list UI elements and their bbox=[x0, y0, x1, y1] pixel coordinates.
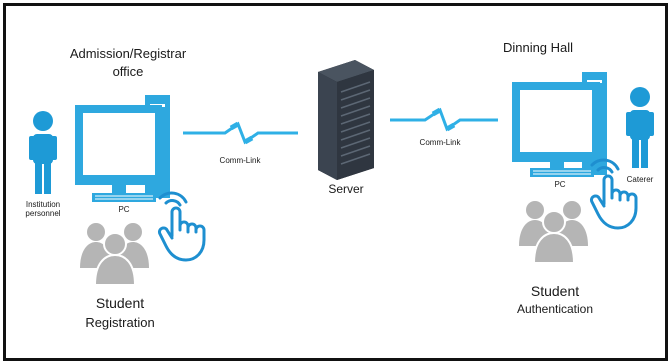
server-rack-icon bbox=[318, 60, 374, 180]
comm-link-right-label: Comm-Link bbox=[419, 138, 461, 147]
comm-link-left-label: Comm-Link bbox=[219, 156, 261, 165]
hand-left-icon bbox=[158, 191, 206, 262]
pc-right-icon bbox=[512, 72, 607, 177]
student-authentication-line1: Student bbox=[530, 283, 580, 299]
institution-label-line1: Institution bbox=[25, 200, 61, 209]
pc-left-icon bbox=[75, 95, 170, 202]
admission-label-line2: office bbox=[112, 64, 144, 79]
hand-right-icon bbox=[590, 158, 638, 230]
link-left-icon bbox=[183, 121, 298, 145]
group-left-icon bbox=[80, 223, 149, 286]
admission-label-line1: Admission/Registrar bbox=[69, 46, 187, 61]
caterer-label: Caterer bbox=[626, 175, 654, 184]
group-right-icon bbox=[519, 201, 588, 264]
dinning-hall-label: Dinning Hall bbox=[502, 40, 574, 55]
student-registration-line2: Registration bbox=[85, 315, 155, 330]
institution-person-icon bbox=[29, 111, 57, 194]
link-right-icon bbox=[390, 107, 498, 132]
pc-left-label: PC bbox=[118, 205, 130, 214]
institution-label-line2: personnel bbox=[25, 209, 61, 218]
student-authentication-line2: Authentication bbox=[516, 302, 594, 316]
caterer-person-icon bbox=[626, 87, 654, 168]
server-label: Server bbox=[328, 182, 364, 196]
pc-right-label: PC bbox=[554, 180, 566, 189]
student-registration-line1: Student bbox=[95, 295, 145, 311]
